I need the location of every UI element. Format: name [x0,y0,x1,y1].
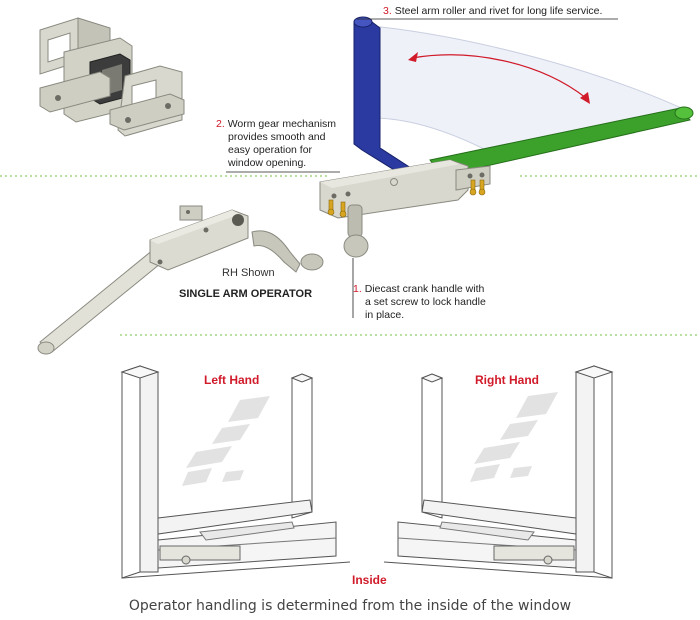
operator-arms-image [319,16,694,258]
rh-shown-label: RH Shown [222,267,275,279]
callout-1-line-1: Diecast crank handle with [364,283,485,295]
guide-bracket-image [39,17,185,137]
callout-3-text: Steel arm roller and rivet for long life… [394,5,603,17]
single-arm-operator-image [37,205,324,355]
left-hand-window-image [120,365,351,579]
callout-2-line-3: easy operation for [228,144,313,156]
caption: Operator handling is determined from the… [128,598,572,614]
callout-1-line-3: in place. [365,309,405,321]
callout-1-number: 1. [353,283,362,295]
callout-2-number: 2. [216,118,225,130]
callout-3-number: 3. [383,5,392,17]
callout-1: 1. Diecast crank handle with a set screw… [353,283,486,322]
callout-2-line-4: window opening. [228,157,307,169]
callout-1-line-2: a set screw to lock handle [365,296,486,308]
right-hand-window-image [383,365,614,579]
right-hand-label: Right Hand [475,373,539,387]
callout-2: 2. Worm gear mechanism provides smooth a… [216,118,336,170]
left-hand-label: Left Hand [204,373,260,387]
single-arm-operator-title: SINGLE ARM OPERATOR [179,288,313,300]
inside-label: Inside [352,573,387,587]
callout-2-line-1: Worm gear mechanism [227,118,337,130]
callout-2-line-2: provides smooth and [228,131,326,143]
callout-3: 3. Steel arm roller and rivet for long l… [383,5,602,18]
